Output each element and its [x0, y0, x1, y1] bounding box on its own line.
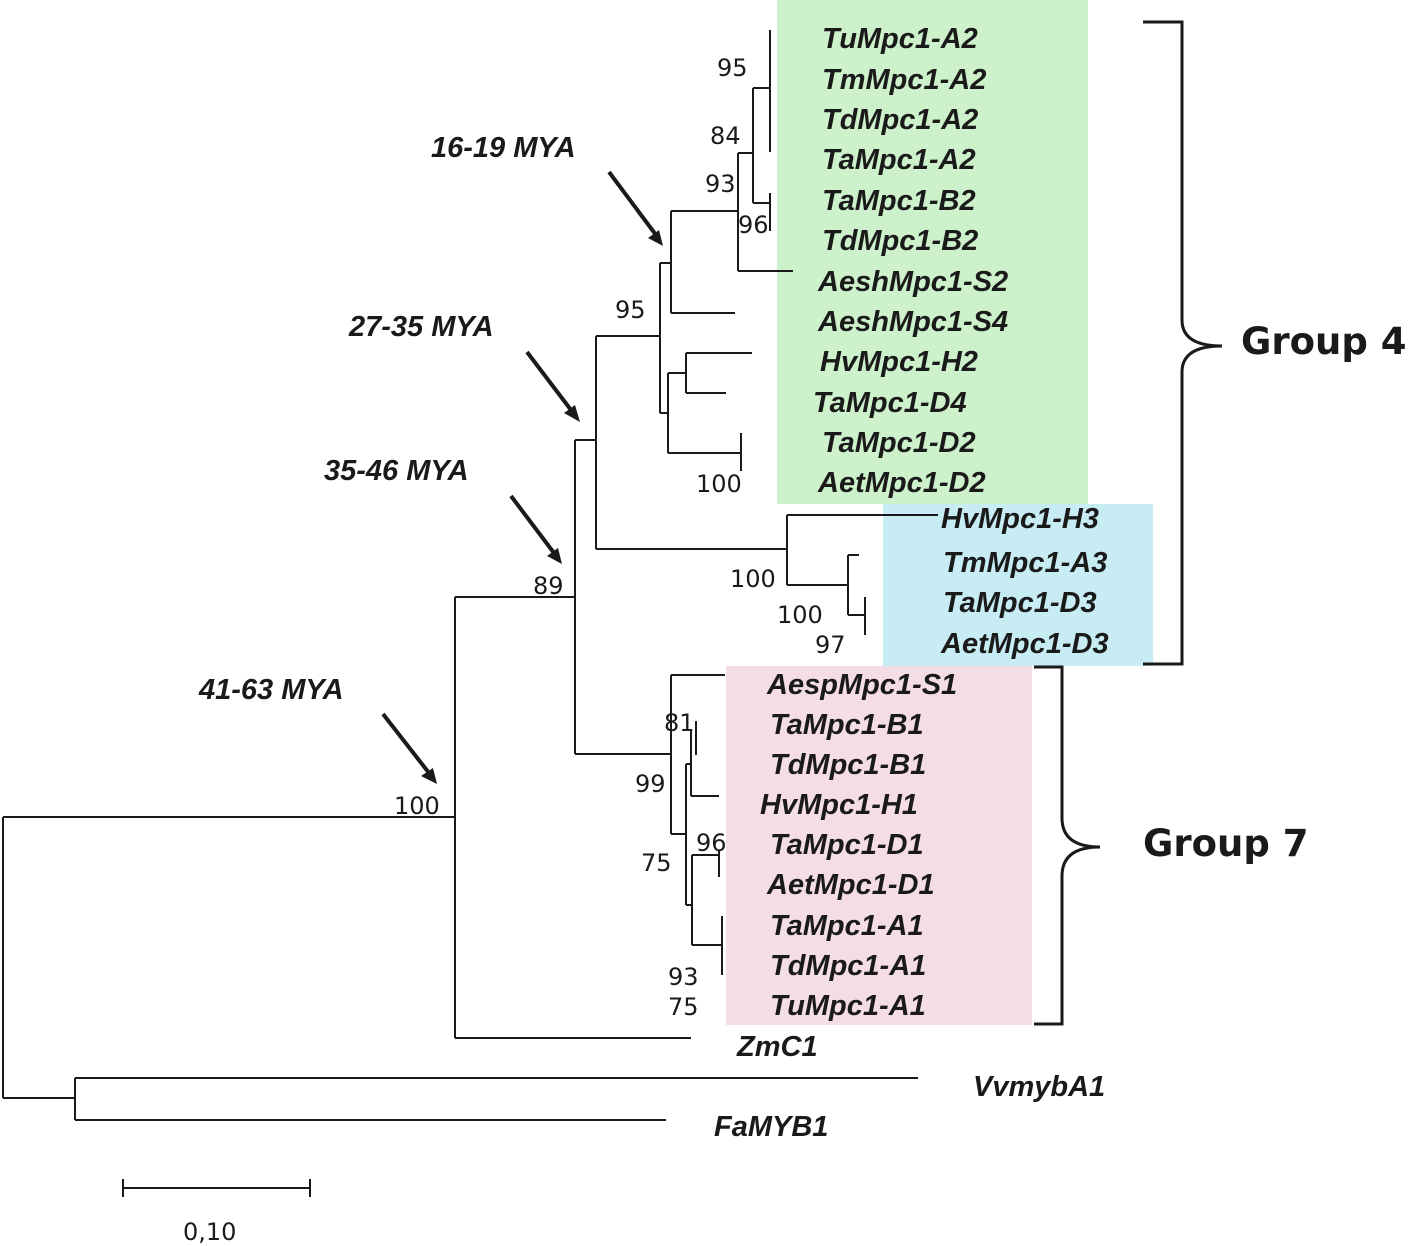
leaf-label: TaMpc1-D3	[943, 587, 1097, 619]
leaf-label: TmMpc1-A2	[822, 64, 986, 96]
leaf-label: TaMpc1-B2	[822, 185, 976, 217]
leaf-label: HvMpc1-H3	[941, 503, 1099, 535]
bootstrap-value: 89	[533, 572, 564, 600]
bootstrap-value: 93	[705, 170, 736, 198]
leaf-label: AeshMpc1-S2	[817, 266, 1008, 298]
bootstrap-value: 100	[777, 601, 823, 629]
bootstrap-value: 97	[815, 631, 846, 659]
group7-label: Group 7	[1143, 822, 1309, 865]
bootstrap-value: 75	[668, 993, 699, 1021]
bootstrap-value: 95	[615, 296, 646, 324]
bootstrap-value: 100	[730, 565, 776, 593]
leaf-label: ZmC1	[736, 1031, 818, 1063]
leaf-label: TdMpc1-B1	[770, 749, 926, 781]
bootstrap-value: 96	[696, 829, 727, 857]
leaf-label: AetMpc1-D2	[817, 467, 986, 499]
group7-pink-highlight	[726, 666, 1032, 1025]
bootstrap-value: 100	[696, 470, 742, 498]
leaf-label: HvMpc1-H1	[760, 789, 918, 821]
leaf-label: HvMpc1-H2	[820, 346, 978, 378]
leaf-label: TdMpc1-A2	[822, 104, 978, 136]
group4-brace	[1143, 20, 1223, 666]
divergence-arrows	[381, 170, 663, 784]
leaf-label: TuMpc1-A1	[770, 990, 926, 1022]
divergence-label: 35-46 MYA	[324, 455, 469, 487]
bootstrap-value: 96	[738, 211, 769, 239]
tree-branches	[2, 30, 938, 1197]
group7-brace	[1034, 665, 1101, 1026]
bootstrap-value: 95	[717, 54, 748, 82]
leaf-label: TaMpc1-A1	[770, 910, 924, 942]
leaf-label: TdMpc1-B2	[822, 225, 978, 257]
scale-bar-label: 0,10	[183, 1218, 236, 1246]
bootstrap-value: 100	[394, 792, 440, 820]
leaf-label: AespMpc1-S1	[766, 669, 957, 701]
bootstrap-value: 93	[668, 963, 699, 991]
bootstrap-value: 84	[710, 122, 741, 150]
group4-green-highlight	[777, 0, 1088, 504]
leaf-label: TaMpc1-A2	[822, 144, 976, 176]
leaf-label: FaMYB1	[714, 1111, 828, 1143]
leaf-label: TaMpc1-B1	[770, 709, 924, 741]
group4-blue-highlight	[883, 504, 1153, 666]
leaf-label: TdMpc1-A1	[770, 950, 926, 982]
bootstrap-value: 75	[641, 849, 672, 877]
divergence-label: 16-19 MYA	[431, 132, 576, 164]
leaf-label: VvmybA1	[973, 1071, 1105, 1103]
bootstrap-value: 81	[664, 709, 695, 737]
leaf-label: TmMpc1-A3	[943, 547, 1107, 579]
leaf-label: AeshMpc1-S4	[817, 306, 1008, 338]
leaf-label: TaMpc1-D1	[770, 829, 924, 861]
leaf-label: TaMpc1-D4	[813, 387, 967, 419]
leaf-label: AetMpc1-D1	[766, 869, 935, 901]
group4-label: Group 4	[1241, 320, 1407, 363]
divergence-label: 27-35 MYA	[348, 311, 494, 343]
leaf-label: TuMpc1-A2	[822, 23, 978, 55]
bootstrap-value: 99	[635, 770, 666, 798]
divergence-label: 41-63 MYA	[198, 674, 344, 706]
leaf-label: TaMpc1-D2	[822, 427, 976, 459]
leaf-label: AetMpc1-D3	[940, 628, 1109, 660]
